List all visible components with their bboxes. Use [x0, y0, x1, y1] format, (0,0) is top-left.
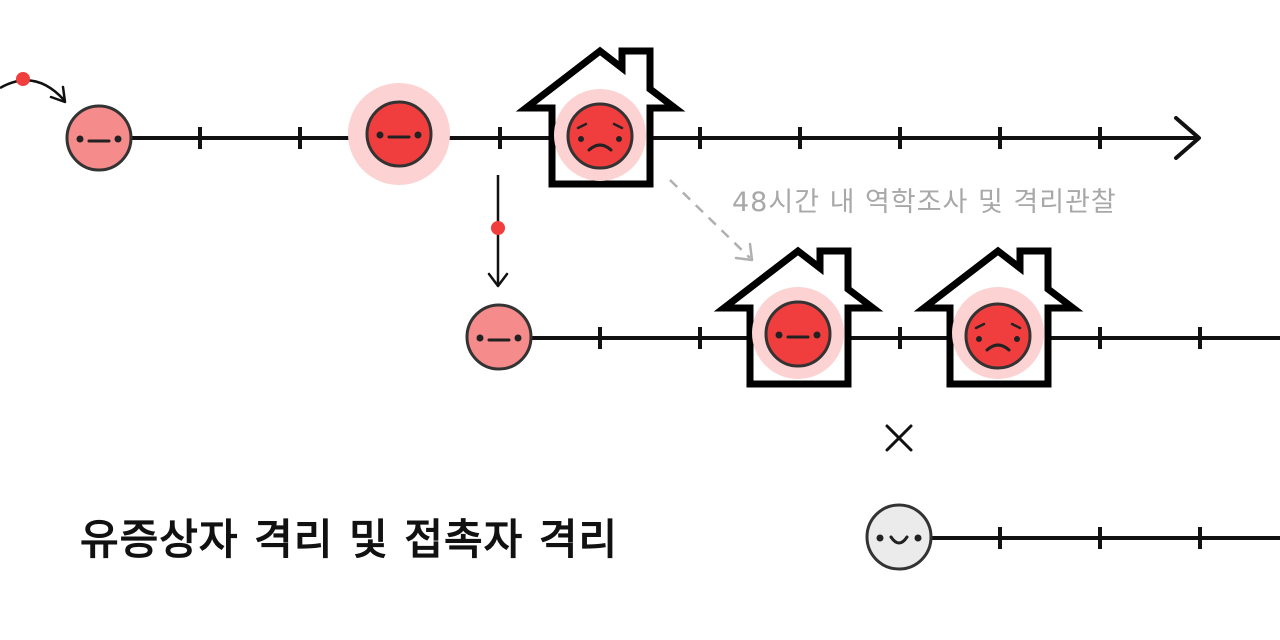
blocked-cross-icon — [885, 424, 913, 452]
timeline-1 — [0, 46, 1201, 188]
timeline-2 — [465, 246, 1280, 388]
sad-face-icon — [566, 102, 634, 170]
diagram-caption: 유증상자 격리 및 접촉자 격리 — [80, 515, 619, 564]
neutral-face-icon — [348, 83, 450, 185]
timeline-3 — [865, 503, 1280, 571]
timeline-2-ticks — [598, 327, 1202, 349]
neutral-face-icon — [465, 303, 533, 371]
house-icon — [913, 246, 1084, 388]
investigation-annotation: 48시간 내 역학조사 및 격리관찰 — [732, 187, 1117, 218]
neutral-face-icon — [65, 104, 133, 172]
incoming-transmission-arrow — [0, 72, 67, 104]
sad-face-icon — [964, 302, 1032, 370]
timeline-3-ticks — [998, 527, 1202, 549]
epidemiological-investigation-arrow — [669, 179, 754, 262]
smile-face-icon — [865, 503, 933, 571]
arrow-head-icon — [1174, 116, 1201, 160]
neutral-face-icon — [764, 300, 832, 368]
transmission-dot — [16, 72, 30, 86]
house-icon — [515, 46, 686, 188]
house-icon — [713, 246, 884, 388]
transmission-dot — [491, 221, 505, 235]
contact-transmission-arrow — [487, 175, 509, 288]
timeline-1-ticks — [198, 127, 1102, 149]
